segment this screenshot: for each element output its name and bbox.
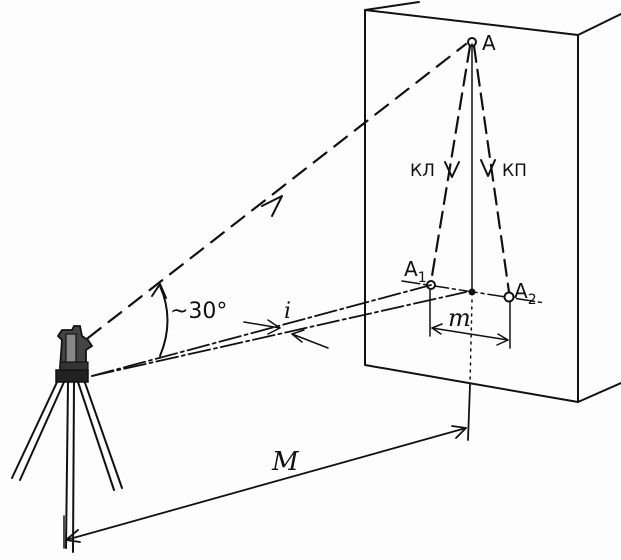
- arrow-to-a: [261, 195, 283, 217]
- m-dimension-line: [431, 327, 509, 341]
- label-point-a: A: [482, 31, 496, 55]
- horizontal-sight-line-2: [91, 291, 467, 377]
- point-a2-marker: [503, 291, 515, 303]
- angle-i-line-left: [243, 321, 281, 329]
- instrument-base: [59, 361, 89, 371]
- label-a1-base: A: [404, 257, 418, 281]
- label-a2-subscript: 2: [528, 292, 537, 308]
- label-m-big: M: [271, 447, 300, 477]
- tripod-leg-right-inner: [83, 379, 123, 489]
- tripod-leg-mid-outer: [65, 381, 69, 549]
- label-kp: КП: [502, 161, 527, 181]
- tripod-leg-left-outer: [11, 379, 59, 479]
- arrow-kl: [444, 161, 460, 178]
- angle-i-arrow-left: [267, 319, 281, 335]
- sight-line-kl: [429, 44, 472, 284]
- arrow-kp: [480, 159, 496, 177]
- M-arrow-right: [451, 425, 467, 439]
- point-a-marker: [467, 37, 477, 47]
- theodolite: [11, 325, 123, 553]
- tripod-leg-right-outer: [77, 381, 115, 491]
- plumb-line-lower: [469, 299, 473, 386]
- instrument-standard: [65, 333, 77, 365]
- label-i: i: [284, 299, 291, 324]
- label-angle: ~30°: [170, 299, 227, 324]
- angle-arc: [159, 285, 169, 357]
- wall-top-edge-left: [364, 1, 420, 11]
- m-arrow-right: [496, 333, 509, 346]
- ground-projection-line: [467, 384, 471, 441]
- M-arrow-left: [65, 529, 81, 543]
- wall-bottom-edge-right: [577, 382, 621, 403]
- tripod-head: [55, 369, 89, 383]
- label-kl: КЛ: [410, 161, 435, 181]
- label-a1-subscript: 1: [418, 270, 427, 286]
- label-a1: A1: [404, 257, 427, 286]
- m-arrow-left: [431, 323, 443, 335]
- label-m-small: m: [448, 304, 471, 332]
- tripod-leg-mid-inner: [72, 381, 75, 553]
- label-a2-base: A: [514, 279, 528, 303]
- wall: [364, 1, 621, 403]
- label-a2: A2: [514, 279, 537, 308]
- tripod-leg-left-inner: [19, 381, 65, 481]
- angle-i-line-right: [291, 333, 329, 349]
- angle-arc-arrow: [151, 283, 167, 299]
- M-dimension-line: [65, 427, 467, 541]
- midpoint-marker: [468, 288, 476, 296]
- sight-line-to-a: [86, 42, 468, 340]
- horizontal-sight-line-1: [91, 284, 432, 377]
- wall-top-edge-right: [577, 13, 621, 36]
- angle-i-arrow-right: [291, 329, 305, 343]
